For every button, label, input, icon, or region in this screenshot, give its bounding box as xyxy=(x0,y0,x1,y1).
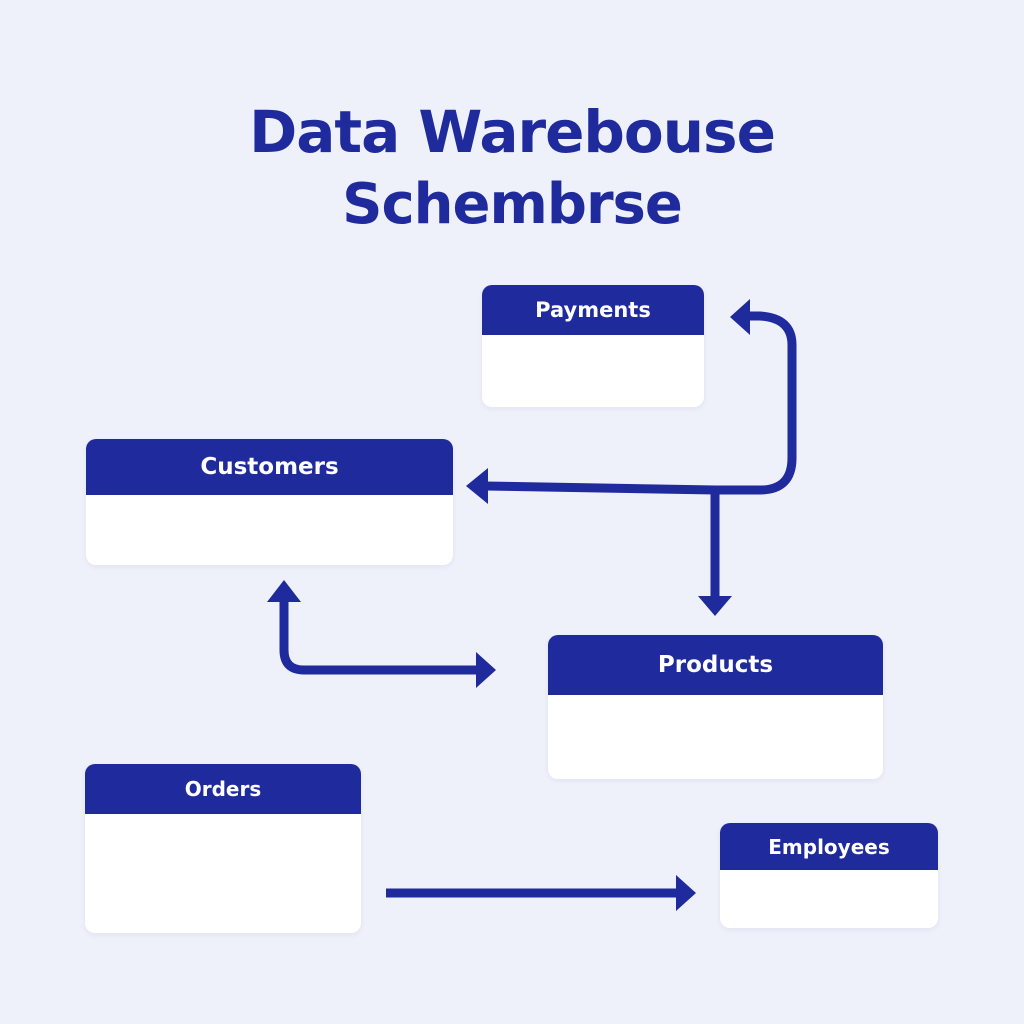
arrow-customers-products xyxy=(279,600,478,675)
table-orders[interactable]: Orders xyxy=(85,764,361,933)
table-employees-header: Employees xyxy=(720,823,938,870)
arrow-junction-to-customers xyxy=(484,481,716,495)
diagram-title-line1: Data Warebouse xyxy=(249,98,776,166)
table-payments[interactable]: Payments xyxy=(482,285,704,407)
arrow-junction-to-payments xyxy=(715,311,797,495)
arrowhead-payments xyxy=(730,299,750,335)
table-payments-header: Payments xyxy=(482,285,704,335)
arrowhead-products xyxy=(698,596,732,616)
table-employees[interactable]: Employees xyxy=(720,823,938,928)
arrowhead-employees xyxy=(676,875,696,911)
table-orders-header: Orders xyxy=(85,764,361,814)
table-customers[interactable]: Customers xyxy=(86,439,453,565)
arrowhead-customers-up xyxy=(267,580,301,602)
table-products[interactable]: Products xyxy=(548,635,883,779)
arrowhead-customers xyxy=(466,468,488,504)
table-products-header: Products xyxy=(548,635,883,695)
table-customers-header: Customers xyxy=(86,439,453,495)
arrowhead-products-left xyxy=(476,652,496,688)
diagram-title-line2: Schembrse xyxy=(342,172,683,237)
